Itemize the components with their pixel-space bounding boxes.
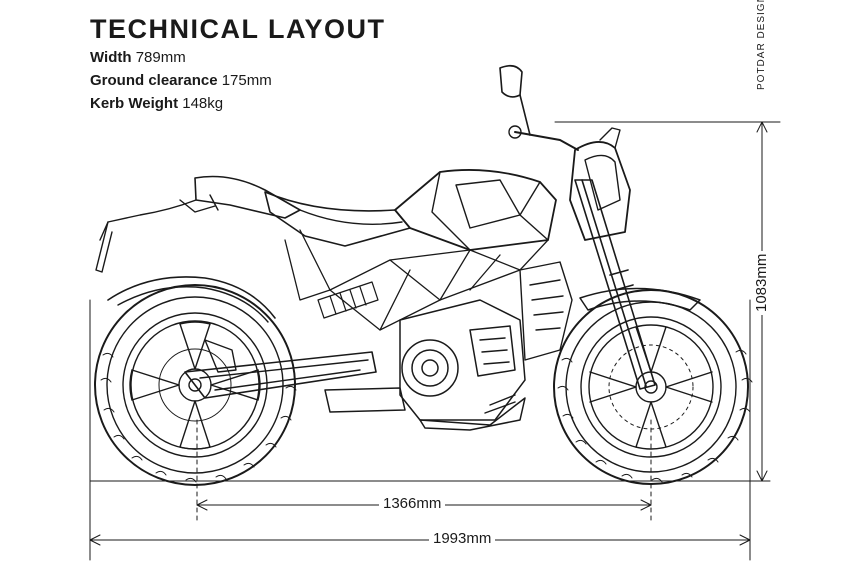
wheelbase-label: 1366mm	[379, 495, 446, 512]
rear-wheel	[94, 284, 297, 486]
rear-hugger	[107, 276, 276, 319]
front-wheel	[553, 289, 753, 485]
spec-ground-clearance: Ground clearance 175mm	[90, 69, 272, 92]
height-label: 1083mm	[753, 250, 770, 315]
handlebar	[514, 131, 579, 151]
belly-pan	[419, 397, 526, 431]
radiator-shroud	[519, 261, 573, 361]
length-dimension	[89, 299, 751, 561]
trellis-frame	[284, 229, 549, 331]
spec-value: 148kg	[182, 95, 224, 112]
tail-section	[194, 175, 301, 219]
spec-label: Ground clearance	[90, 72, 218, 89]
exhaust	[324, 387, 406, 413]
seat	[264, 191, 411, 247]
spec-label: Width	[90, 49, 132, 66]
spec-width: Width 789mm	[90, 46, 272, 69]
spec-value: 175mm	[221, 72, 272, 89]
length-label: 1993mm	[429, 530, 496, 547]
rear-shock	[317, 281, 379, 319]
rear-brake-disc	[158, 348, 232, 422]
swingarm	[184, 351, 377, 399]
number-plate-holder	[95, 221, 113, 273]
front-fender	[579, 287, 701, 311]
engine	[399, 299, 526, 421]
fuel-tank	[394, 169, 557, 251]
diagram-title: TECHNICAL LAYOUT	[90, 14, 386, 44]
spec-list: Width 789mm Ground clearance 175mm Kerb …	[90, 46, 272, 115]
headlamp-fairing	[569, 141, 631, 241]
spec-label: Kerb Weight	[90, 95, 179, 112]
spec-kerb-weight: Kerb Weight 148kg	[90, 92, 272, 115]
spec-value: 789mm	[135, 49, 186, 66]
mirror	[499, 64, 531, 136]
